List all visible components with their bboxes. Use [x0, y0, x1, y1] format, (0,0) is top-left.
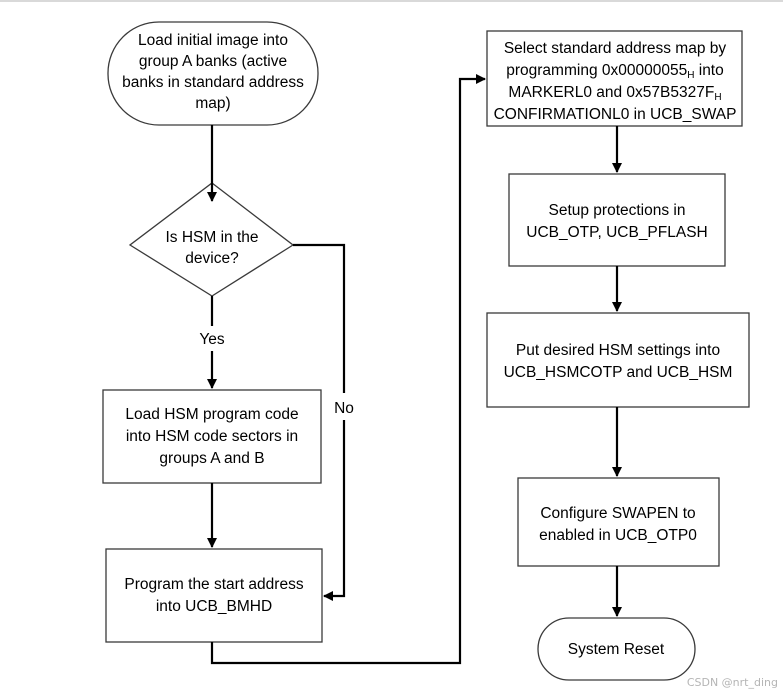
select-map-box	[486, 30, 743, 127]
start-label-line-4: map)	[195, 95, 230, 112]
swapen-box	[517, 477, 720, 567]
program-bmhd-label-line-2: into UCB_BMHD	[156, 598, 272, 615]
protections-label-line-2: UCB_OTP, UCB_PFLASH	[526, 224, 707, 241]
select-map-label-line-2: programming 0x00000055H into	[506, 62, 724, 81]
watermark: CSDN @nrt_ding	[687, 676, 778, 689]
start-label-line-2: group A banks (active	[139, 53, 287, 70]
protections-label-line-1: Setup protections in	[548, 202, 685, 219]
arrow-no-to-program-bmhd	[323, 420, 346, 601]
decision-label-line-2: device?	[185, 250, 239, 267]
load-hsm-box	[102, 389, 322, 484]
start-label-line-1: Load initial image into	[138, 32, 288, 49]
hsm-settings-box	[486, 312, 750, 408]
edge-label-yes: Yes	[199, 331, 225, 348]
system-reset-terminator	[537, 617, 696, 681]
hsm-settings-label-line-1: Put desired HSM settings into	[516, 342, 720, 359]
arrow-program-bmhd-to-select-map	[210, 74, 486, 665]
load-hsm-label-line-3: groups A and B	[159, 450, 264, 467]
protections-box	[508, 173, 726, 267]
program-bmhd-label-line-1: Program the start address	[124, 576, 303, 593]
load-hsm-label-line-1: Load HSM program code	[125, 406, 298, 423]
program-bmhd-box	[105, 548, 323, 643]
swapen-label-line-2: enabled in UCB_OTP0	[539, 527, 697, 544]
start-label-line-3: banks in standard address	[122, 74, 304, 91]
decision-label-line-1: Is HSM in the	[165, 229, 258, 246]
select-map-label-line-3: MARKERL0 and 0x57B5327FH	[508, 84, 721, 103]
load-hsm-label-line-2: into HSM code sectors in	[126, 428, 298, 445]
top-border-line	[0, 0, 783, 2]
connector-decision-no-branch	[293, 243, 346, 393]
hsm-settings-label-line-2: UCB_HSMCOTP and UCB_HSM	[504, 364, 733, 381]
select-map-label-line-4: CONFIRMATIONL0 in UCB_SWAP	[494, 106, 737, 123]
swapen-label-line-1: Configure SWAPEN to	[540, 505, 695, 522]
edge-label-no: No	[334, 400, 354, 417]
select-map-label-line-1: Select standard address map by	[504, 40, 727, 57]
system-reset-label: System Reset	[568, 641, 665, 658]
